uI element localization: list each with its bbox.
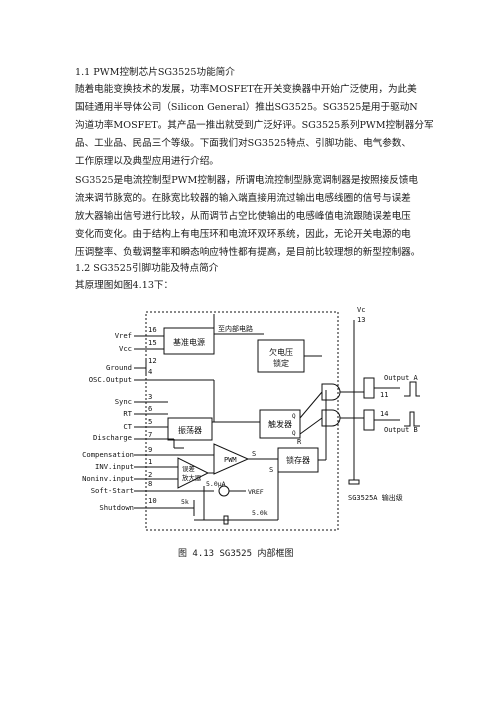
pin-num-vref: 16 bbox=[148, 325, 157, 334]
pin-label-shutdown: Shutdown bbox=[99, 503, 134, 512]
output-a-num: 11 bbox=[380, 391, 388, 399]
output-b-label: Output B bbox=[384, 426, 418, 434]
nor-gate-a bbox=[321, 383, 341, 401]
vc-num: 13 bbox=[357, 316, 365, 324]
pin-num-vcc: 15 bbox=[148, 338, 157, 347]
r5k-label-2: 5.0k bbox=[252, 509, 268, 517]
para1-line-4: 品、工业品、民品三个等级。下面我们对SG3525特点、引脚功能、电气参数、 bbox=[75, 138, 412, 149]
figure-intro: 其原理图如图4.13下： bbox=[75, 280, 174, 291]
para2-line-3: 放大器输出信号进行比较，从而调节占空比使输出的电感峰值电流跟随误差电压 bbox=[75, 211, 411, 222]
pin-label-discharge: Discharge bbox=[93, 433, 132, 442]
pin-label-ct: CT bbox=[123, 422, 132, 431]
flipflop-qbar: Q bbox=[292, 430, 296, 437]
ff-to-gate-b bbox=[299, 417, 323, 435]
pin-num-shutdown: 10 bbox=[148, 496, 157, 505]
figure-caption: 图 4.13 SG3525 内部框图 bbox=[178, 549, 294, 559]
pin-label-rt: RT bbox=[123, 409, 132, 418]
error-amp-label-1: 误差 bbox=[182, 464, 195, 473]
para2-line-4: 变化而变化。由于结构上有电压环和电流环双环系统，因此，无论开关电源的电 bbox=[75, 229, 411, 240]
error-amp-symbol bbox=[177, 457, 210, 489]
pin-num-softstart: 8 bbox=[148, 479, 152, 488]
ff-to-gate-a bbox=[299, 391, 323, 419]
pin-label-vcc: Vcc bbox=[119, 344, 132, 353]
flipflop-label: 触发器 bbox=[268, 419, 292, 429]
output-a-label: Output A bbox=[384, 374, 419, 382]
para1-line-5: 工作原理以及典型应用进行介绍。 bbox=[75, 156, 219, 167]
pin-num-ground: 12 bbox=[148, 356, 157, 365]
output-stage-label: SG3525A 输出级 bbox=[348, 493, 403, 502]
output-ground bbox=[348, 479, 360, 485]
para1-line-3: 沟道功率MOSFET。其产品一推出就受到广泛好评。SG3525系列PWM控制器分… bbox=[75, 120, 434, 131]
para2-line-2: 流来调节脉宽的。在脉宽比较器的输入端直接用流过输出电感线圈的信号与误差 bbox=[75, 193, 411, 204]
pin-label-sync: Sync bbox=[115, 397, 132, 406]
uvlo-label-1: 欠电压 bbox=[269, 347, 293, 357]
pin-label-osc: OSC.Output bbox=[89, 375, 132, 384]
nor-gate-b bbox=[321, 409, 341, 427]
transistor-b bbox=[363, 409, 375, 431]
chip-boundary bbox=[145, 311, 339, 531]
pin-num-comp: 9 bbox=[148, 445, 152, 454]
internal-circuit-label: 至内部电路 bbox=[218, 324, 253, 333]
r5k-label-1: 5k bbox=[181, 498, 189, 506]
output-b-num: 14 bbox=[380, 410, 388, 418]
pin-num-discharge: 7 bbox=[148, 430, 152, 439]
pwm-s-label: S bbox=[252, 450, 256, 458]
transistor-a bbox=[363, 377, 375, 399]
pin-num-noninv: 2 bbox=[148, 470, 152, 479]
oscillator-block bbox=[167, 417, 213, 441]
para1-line-2: 国硅通用半导体公司（Silicon General）推出SG3525。SG352… bbox=[75, 102, 418, 113]
pin-num-ct: 5 bbox=[148, 417, 152, 426]
waveform-b bbox=[404, 411, 420, 427]
pin-num-sync: 3 bbox=[148, 392, 152, 401]
pin-num-rt: 6 bbox=[148, 404, 152, 413]
reference-block bbox=[163, 327, 215, 355]
para1-line-1: 随着电能变换技术的发展，功率MOSFET在开关变换器中开始广泛使用，为此美 bbox=[75, 84, 417, 95]
block-diagram: Vref 16 Vcc 15 12 Ground 4 OSC.Output 3 … bbox=[64, 290, 426, 562]
pin-label-ground: Ground bbox=[106, 363, 132, 372]
flipflop-block bbox=[259, 409, 301, 439]
section-heading: 1.1 PWM控制芯片SG3525功能简介 bbox=[75, 67, 235, 78]
ground-symbol-1 bbox=[223, 515, 229, 525]
pin-label-comp: Compensation bbox=[82, 450, 134, 459]
waveform-a bbox=[404, 381, 420, 397]
pin-label-inv: INV.input bbox=[95, 462, 134, 471]
reference-label: 基准电源 bbox=[173, 337, 205, 347]
pwm-label: PWM bbox=[224, 456, 237, 464]
pin-label-noninv: Noninv.input bbox=[82, 474, 134, 483]
vc-label: Vc bbox=[357, 306, 365, 314]
latch-label: 锁存器 bbox=[286, 455, 310, 465]
error-amp-label-2: 放大器 bbox=[182, 473, 202, 482]
pin-label-softstart: Soft-Start bbox=[91, 486, 134, 495]
latch-r-label: R bbox=[297, 438, 302, 446]
uvlo-label-2: 锁定 bbox=[273, 358, 289, 368]
pwm-comparator-symbol bbox=[213, 443, 250, 475]
current-label: 5.0μA bbox=[206, 480, 226, 488]
pin-num-inv: 1 bbox=[148, 457, 152, 466]
section-subheading: 1.2 SG3525引脚功能及特点简介 bbox=[75, 263, 219, 274]
para2-line-5: 压调整率、负载调整率和瞬态响应特性都有提高，是目前比较理想的新型控制器。 bbox=[75, 247, 421, 258]
oscillator-label: 振荡器 bbox=[178, 425, 202, 435]
pin-label-vref: Vref bbox=[115, 331, 132, 340]
latch-s-label: S bbox=[269, 466, 273, 474]
vref-label: VREF bbox=[248, 488, 264, 496]
pin-num-osc: 4 bbox=[148, 367, 152, 376]
flipflop-q: Q bbox=[292, 413, 296, 420]
para2-line-1: SG3525是电流控制型PWM控制器，所谓电流控制型脉宽调制器是按照接反馈电 bbox=[75, 175, 419, 186]
